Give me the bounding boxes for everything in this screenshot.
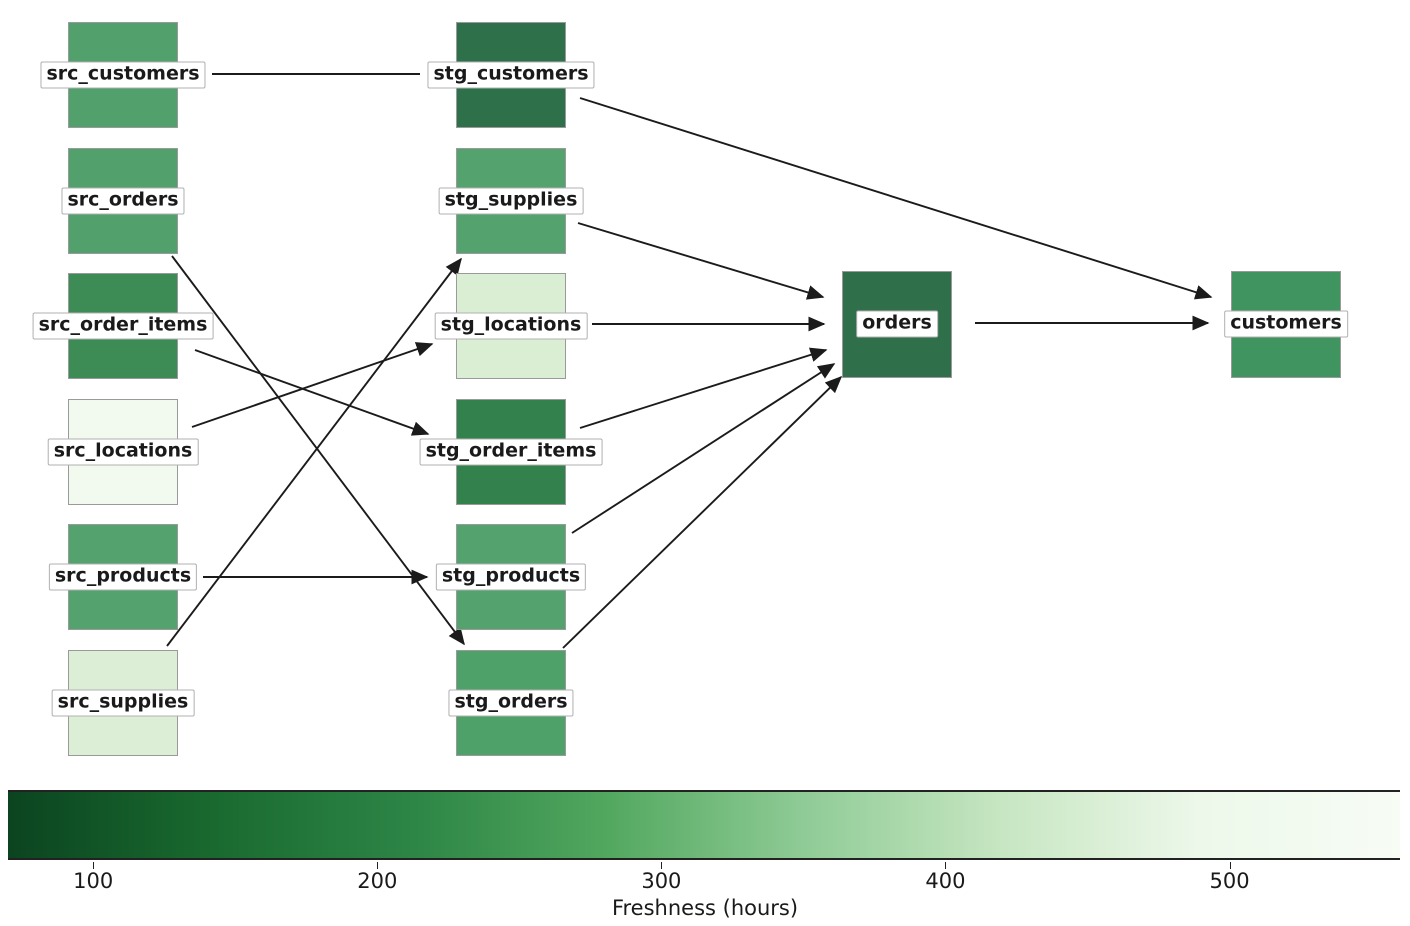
colorbar-tick-500: [1229, 862, 1231, 869]
colorbar-title: Freshness (hours): [611, 896, 799, 920]
edge-src_supplies-stg_locations: [166, 257, 462, 647]
node-label-orders: orders: [856, 310, 938, 338]
edge-stg_products-orders: [571, 363, 836, 534]
colorbar-tick-label-100: 100: [73, 869, 114, 893]
colorbar-tick-label-500: 500: [1209, 869, 1250, 893]
node-label-stg_products: stg_products: [435, 563, 587, 591]
colorbar-tick-label-200: 200: [357, 869, 398, 893]
colorbar-tick-100: [93, 862, 95, 869]
colorbar-tick-400: [945, 862, 947, 869]
node-label-src_supplies: src_supplies: [51, 689, 195, 717]
node-label-stg_order_items: stg_order_items: [419, 438, 603, 466]
edge-src_locations-stg_locations: [191, 342, 434, 428]
colorbar-tick-300: [661, 862, 663, 869]
edge-stg_supplies-orders: [577, 222, 825, 300]
node-label-src_orders: src_orders: [61, 187, 185, 215]
colorbar-tick-200: [377, 862, 379, 869]
edge-stg_customers-customers: [579, 97, 1213, 300]
node-label-src_locations: src_locations: [47, 438, 199, 466]
node-label-customers: customers: [1224, 310, 1348, 338]
node-label-src_products: src_products: [48, 563, 198, 591]
edge-src_order_items-stg_order_items: [194, 349, 430, 436]
colorbar-tick-label-300: 300: [641, 869, 682, 893]
node-label-stg_customers: stg_customers: [427, 61, 595, 89]
node-label-src_customers: src_customers: [40, 61, 206, 89]
node-label-stg_locations: stg_locations: [434, 312, 588, 340]
colorbar-tick-label-400: 400: [925, 869, 966, 893]
node-label-stg_orders: stg_orders: [448, 689, 574, 717]
node-label-stg_supplies: stg_supplies: [438, 187, 584, 215]
edge-stg_orders-orders: [562, 375, 843, 649]
edge-stg_order_items-orders: [579, 347, 828, 429]
node-label-src_order_items: src_order_items: [32, 312, 214, 340]
freshness-colorbar[interactable]: [8, 790, 1400, 860]
